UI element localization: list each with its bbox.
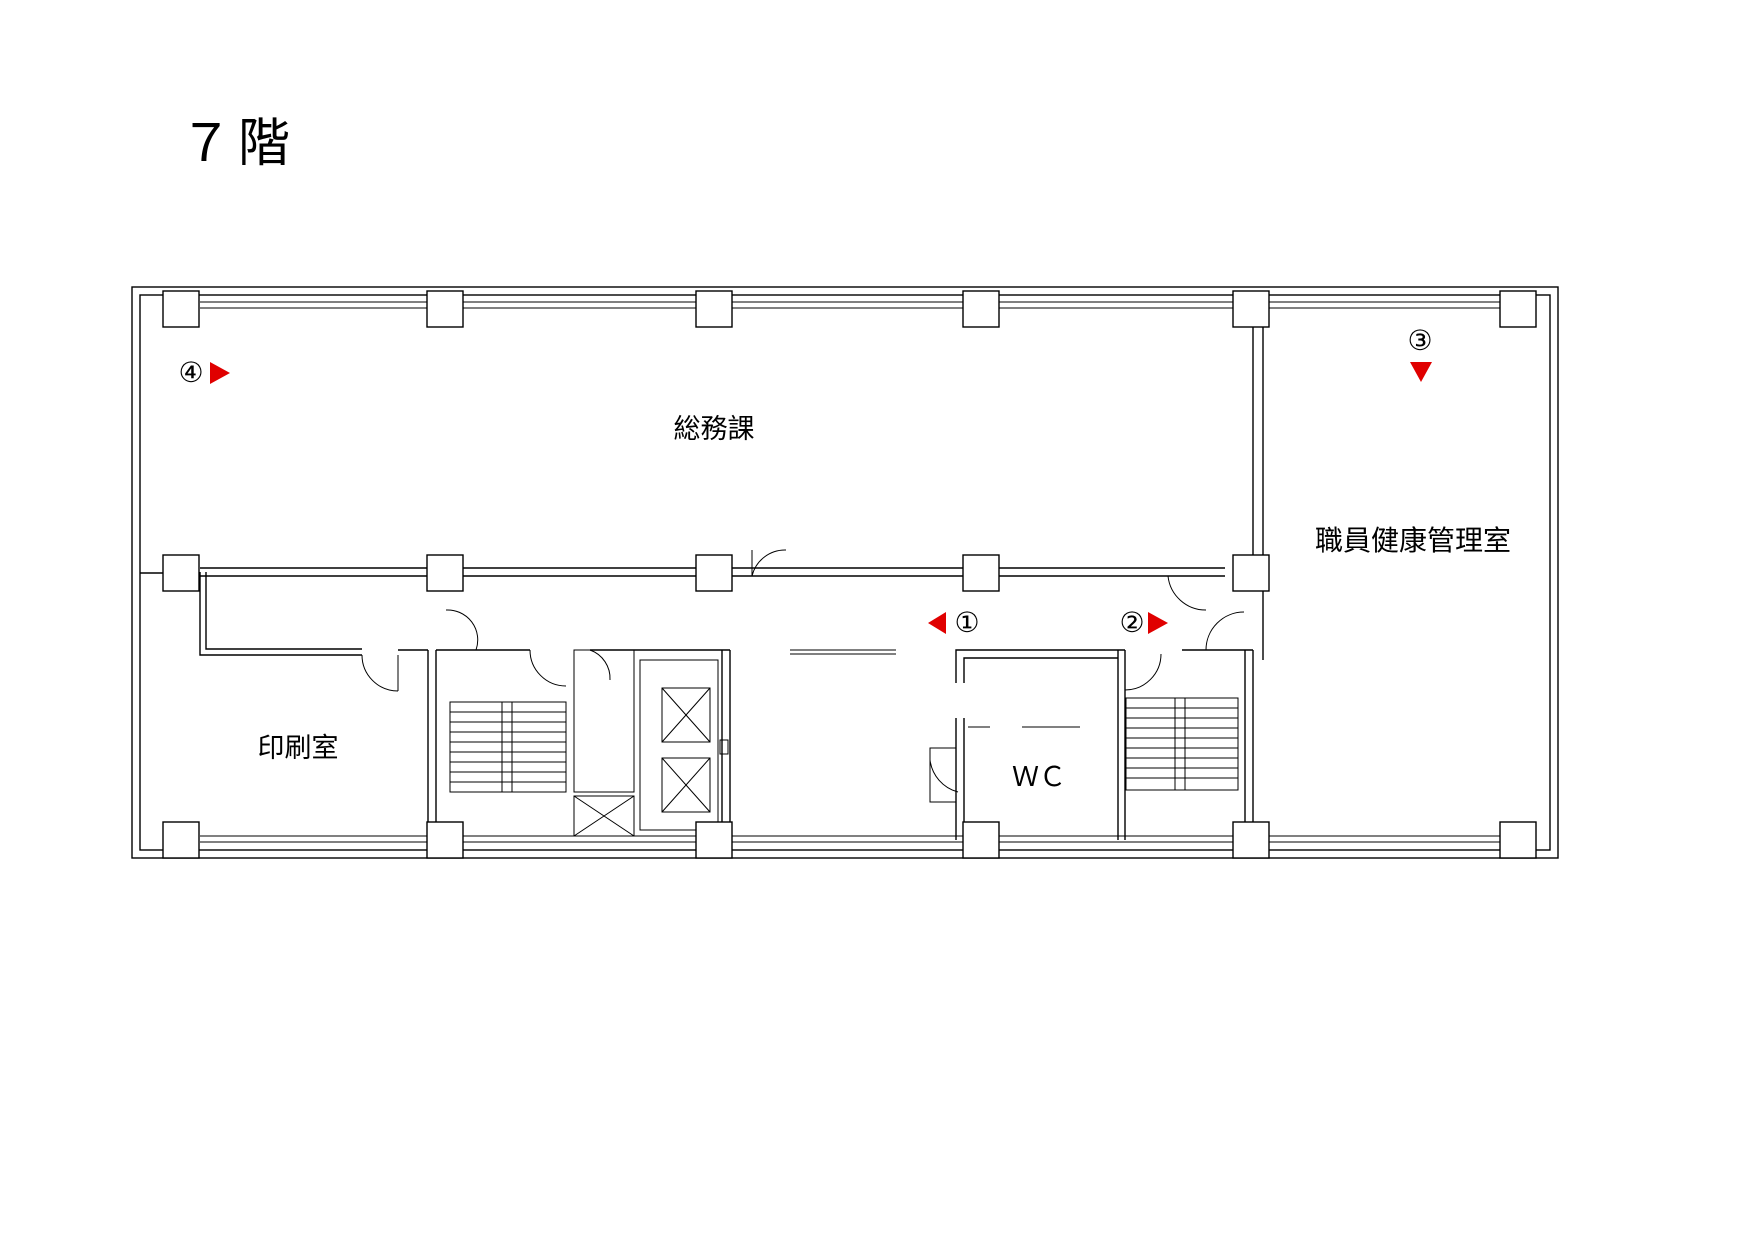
arrow-right-icon [1148, 612, 1168, 634]
arrow-left-icon [928, 612, 946, 634]
view-marker-1: ① [928, 606, 980, 639]
arrow-right-icon [210, 362, 230, 384]
window-lines [200, 301, 1500, 843]
marker-label-4: ④ [178, 356, 203, 389]
view-marker-2: ② [1119, 606, 1168, 639]
room-label-wc: ＷＣ [1012, 762, 1066, 793]
room-label-print-room: 印刷室 [258, 733, 339, 764]
view-marker-4: ④ [178, 356, 230, 389]
interior-walls [140, 292, 1264, 840]
marker-label-2: ② [1119, 606, 1144, 639]
columns [162, 290, 1537, 859]
door-swings [361, 549, 1245, 692]
marker-label-3: ③ [1407, 324, 1432, 357]
exterior-walls [131, 286, 1559, 859]
room-label-general-affairs: 総務課 [674, 414, 755, 445]
view-marker-3: ③ [1407, 324, 1433, 382]
arrow-down-icon [1410, 362, 1432, 382]
marker-label-1: ① [954, 606, 979, 639]
room-label-staff-health: 職員健康管理室 [1315, 524, 1511, 557]
floor-title: ７階 [180, 114, 297, 174]
